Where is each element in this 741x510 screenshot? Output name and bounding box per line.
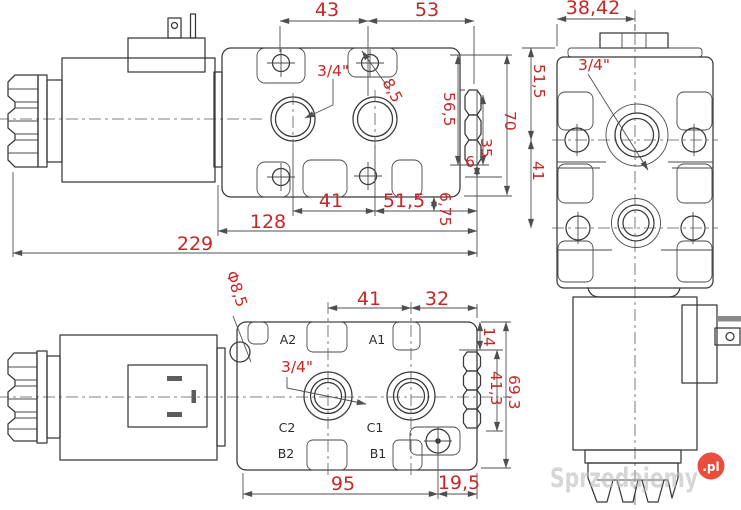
bottom-body-outline <box>236 321 478 471</box>
connector <box>127 37 206 73</box>
dim-32: 32 <box>425 288 449 310</box>
dimension-labels: 43 53 3/4" 8,5 56,5 70 35 6 6,75 41 51,5… <box>177 0 620 495</box>
dim-41-side: 41 <box>319 190 343 212</box>
view-bottom-valve-body <box>229 302 482 478</box>
dim-thread-end: 3/4" <box>578 56 610 74</box>
blade-terminal <box>167 17 182 39</box>
end-port-upper <box>605 103 669 167</box>
mounting-hole-phi85 <box>229 341 251 363</box>
port-label-c2: C2 <box>279 420 296 435</box>
phi-leader <box>232 315 252 363</box>
end-port-lower <box>611 198 661 248</box>
port-label-a1: A1 <box>369 332 386 347</box>
pilot-hole <box>424 427 452 455</box>
terminal-slot-2 <box>167 412 182 417</box>
dimension-lines-bottom <box>242 304 511 499</box>
dim-229: 229 <box>177 233 213 255</box>
dimension-lines-end <box>522 15 636 229</box>
view-end-valve-body <box>552 10 718 505</box>
dim-thread-side: 3/4" <box>317 62 349 80</box>
port-label-c1: C1 <box>367 420 384 435</box>
view-side-valve-body <box>221 47 482 198</box>
coil-body <box>61 57 216 183</box>
dim-41-3: 41,3 <box>487 371 505 406</box>
knurled-nut-2 <box>7 352 38 442</box>
mounting-holes <box>267 49 384 191</box>
dim-51-5-end: 51,5 <box>530 64 548 99</box>
terminal-slot-1 <box>167 376 182 381</box>
knurled-nut <box>7 74 39 168</box>
port-label-a2: A2 <box>280 332 297 347</box>
watermark-pl-text: .pl <box>702 460 719 474</box>
port-labels: A2 A1 C2 C1 B2 B1 <box>278 332 387 461</box>
watermark-pl-badge <box>697 452 725 480</box>
dim-70: 70 <box>501 111 519 131</box>
dim-6-75: 6,75 <box>436 192 454 227</box>
hex-fitting-bottom <box>462 351 482 429</box>
dim-41-end: 41 <box>529 161 547 181</box>
dim-6: 6 <box>465 153 475 171</box>
dim-14: 14 <box>480 327 498 347</box>
ground-pin <box>189 13 197 39</box>
thread-leader-bottom <box>286 377 367 406</box>
terminal-slot-3 <box>191 390 196 403</box>
dim-69-3: 69,3 <box>505 375 523 410</box>
connector-face <box>127 364 208 428</box>
dim-128: 128 <box>250 211 286 233</box>
dim-19-5: 19,5 <box>438 472 480 494</box>
view-bottom-solenoid <box>0 334 512 461</box>
connector-vertical <box>681 304 718 384</box>
view-end-solenoid <box>572 296 741 503</box>
dim-38-42: 38,42 <box>566 0 620 19</box>
dim-35: 35 <box>477 138 495 158</box>
dim-95: 95 <box>331 473 355 495</box>
dim-51-5-side: 51,5 <box>383 190 425 212</box>
thread-leader <box>304 79 334 119</box>
hole-leader <box>361 50 391 91</box>
port-label-b1: B1 <box>370 446 387 461</box>
watermark-text: Sprzedajemy <box>550 463 698 494</box>
dim-thread-bottom: 3/4" <box>281 358 313 376</box>
dim-53: 53 <box>415 0 439 21</box>
side-ports <box>270 90 398 149</box>
watermark: Sprzedajemy .pl <box>550 452 725 494</box>
blade-terminal-vertical <box>717 316 741 322</box>
dim-41-bottom: 41 <box>357 288 381 310</box>
dim-56-5: 56,5 <box>440 92 458 127</box>
dim-43: 43 <box>315 0 339 21</box>
thread-leader-end <box>587 73 649 171</box>
port-label-b2: B2 <box>278 446 295 461</box>
dimension-lines-side <box>12 17 512 257</box>
